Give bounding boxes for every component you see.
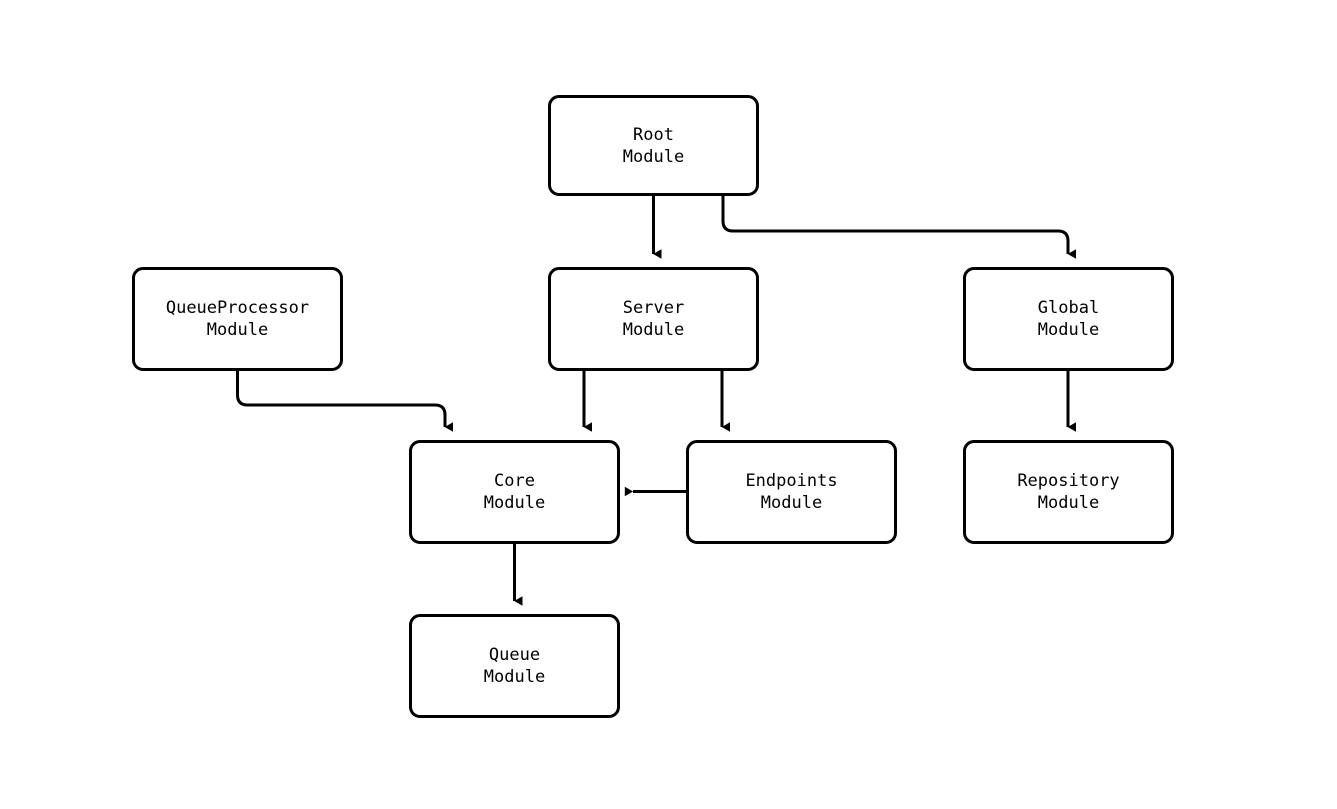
- node-endpoints-module-line1: Endpoints: [745, 471, 838, 491]
- edge-root-to-global: [721, 196, 1077, 259]
- node-global-module[interactable]: Global Module: [963, 267, 1174, 371]
- node-queue-module-line2: Module: [483, 667, 546, 687]
- node-server-module-line1: Server: [622, 298, 685, 318]
- node-repository-module[interactable]: Repository Module: [963, 440, 1174, 544]
- node-queueprocessor-module-line1: QueueProcessor: [165, 298, 310, 318]
- node-core-module[interactable]: Core Module: [409, 440, 620, 544]
- node-queue-module-line1: Queue: [488, 645, 541, 665]
- node-root-module-line1: Root: [633, 124, 674, 145]
- node-global-module-line1: Global: [1037, 298, 1100, 318]
- node-server-module[interactable]: Server Module: [548, 267, 759, 371]
- node-root-module[interactable]: Root Module: [548, 95, 759, 196]
- node-queue-module[interactable]: Queue Module: [409, 614, 620, 718]
- node-repository-module-line1: Repository: [1017, 471, 1120, 491]
- node-repository-module-line2: Module: [1037, 493, 1100, 513]
- node-endpoints-module[interactable]: Endpoints Module: [686, 440, 897, 544]
- node-core-module-line1: Core: [494, 471, 535, 491]
- node-endpoints-module-line2: Module: [760, 493, 823, 513]
- node-root-module-line2: Module: [622, 146, 685, 167]
- node-queueprocessor-module[interactable]: QueueProcessor Module: [132, 267, 343, 371]
- node-core-module-line2: Module: [483, 493, 546, 513]
- edge-queueprocessor-to-core: [236, 371, 454, 432]
- node-global-module-line2: Module: [1037, 320, 1100, 340]
- node-server-module-line2: Module: [622, 320, 685, 340]
- node-queueprocessor-module-line2: Module: [206, 320, 269, 340]
